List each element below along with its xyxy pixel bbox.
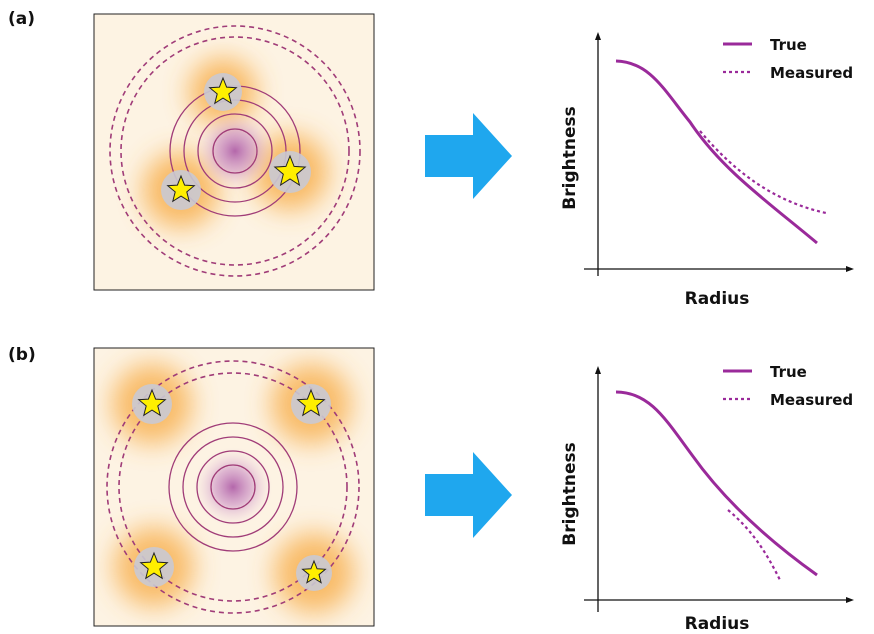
right-arrow-icon: [425, 452, 512, 538]
x-axis-title: Radius: [685, 614, 750, 634]
y-axis-title: Brightness: [560, 106, 580, 209]
star: [296, 555, 332, 591]
outer-aperture-ring: [106, 360, 360, 614]
galaxy-core: [193, 447, 273, 527]
outer-aperture-ring: [109, 25, 361, 277]
star-icon: [208, 76, 238, 105]
legend-true-label: True: [770, 36, 807, 54]
legend-true-label: True: [770, 363, 807, 381]
outer-aperture-ring: [118, 372, 348, 602]
panel-label: (a): [8, 9, 35, 29]
star-icon: [137, 388, 167, 417]
star: [161, 170, 201, 210]
star-icon: [296, 388, 326, 417]
aperture-ring: [212, 128, 258, 174]
right-arrow-icon: [425, 113, 512, 199]
y-axis-arrowhead: [595, 366, 601, 374]
legend: True Measured: [723, 363, 853, 409]
true-profile-curve: [615, 390, 818, 577]
legend: True Measured: [723, 36, 853, 82]
outer-aperture-ring: [120, 36, 350, 266]
aperture-ring: [182, 436, 284, 538]
panel-label: (b): [8, 345, 36, 365]
profile-plot-b: Radius Brightness True Measured: [560, 363, 854, 634]
legend-measured-label: Measured: [770, 64, 853, 82]
x-axis-title: Radius: [685, 289, 750, 309]
profile-plot-a: Radius Brightness True Measured: [560, 32, 854, 309]
x-axis-arrowhead: [846, 266, 854, 272]
x-axis-arrowhead: [846, 597, 854, 603]
star: [269, 151, 311, 193]
star-icon: [273, 154, 307, 187]
y-axis-arrowhead: [595, 32, 601, 40]
galaxy-image-b: [93, 347, 375, 627]
star-icon: [301, 559, 327, 584]
star-icon: [166, 174, 196, 203]
galaxy-core: [193, 109, 277, 193]
measured-profile-curve: [699, 130, 827, 215]
aperture-ring: [196, 450, 270, 524]
measured-profile-curve: [727, 509, 781, 581]
y-axis-title: Brightness: [560, 442, 580, 545]
galaxy-image-a: [93, 13, 375, 291]
legend-measured-label: Measured: [770, 391, 853, 409]
aperture-ring: [168, 422, 298, 552]
star: [134, 547, 174, 587]
panel-b: (b): [8, 345, 854, 634]
star: [132, 384, 172, 424]
star-icon: [139, 551, 169, 580]
panel-a: (a): [8, 9, 854, 309]
star: [204, 73, 242, 111]
aperture-ring: [197, 113, 273, 189]
star: [291, 384, 331, 424]
true-profile-curve: [615, 59, 818, 245]
aperture-ring: [210, 464, 256, 510]
